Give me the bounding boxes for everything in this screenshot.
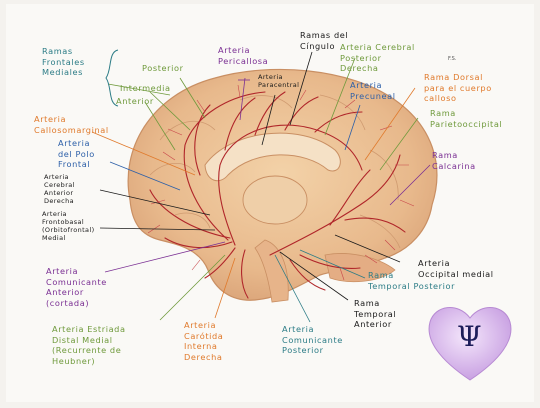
label-arteria-occipital-medial: Arteria Occipital medial	[418, 258, 494, 279]
label-arteria-estriada-distal-medial: Arteria Estriada Distal Medial (Recurren…	[52, 324, 126, 366]
label-rama-calcarina: Rama Calcarina	[432, 150, 476, 171]
gyri	[149, 94, 401, 249]
label-posterior: Posterior	[142, 63, 184, 73]
label-rama-temporal-anterior: Rama Temporal Anterior	[354, 298, 397, 329]
label-rama-dorsal-cuerpo-calloso: Rama Dorsal para el cuerpo calloso	[424, 72, 492, 103]
brace	[105, 49, 119, 107]
label-arteria-precuneal: Arteria Precuneal	[350, 80, 396, 101]
corpus-callosum	[204, 132, 341, 182]
note-scribble: F.S.	[448, 56, 457, 62]
thalamus	[242, 175, 308, 225]
label-arteria-callosomarginal: Arteria Callosomarginal	[34, 114, 109, 135]
label-intermedia: Intermedia	[120, 83, 171, 93]
label-arteria-paracentral: Arteria Paracentral	[258, 73, 300, 89]
label-rama-temporal-posterior: Rama Temporal Posterior	[368, 270, 456, 291]
psi-heart-logo	[428, 307, 512, 381]
label-arteria-polo-frontal: Arteria del Polo Frontal	[58, 138, 95, 169]
label-ramas-del-cingulo: Ramas del Cíngulo	[300, 30, 349, 51]
label-ramas-frontales: Ramas Frontales Mediales	[42, 46, 85, 77]
label-arteria-cerebral-posterior-derecha: Arteria Cerebral Posterior Derecha	[340, 42, 415, 73]
artery-network	[149, 91, 406, 299]
label-arteria-comunicante-posterior: Arteria Comunicante Posterior	[282, 324, 343, 355]
label-anterior: Anterior	[116, 96, 154, 106]
label-arteria-pericallosa: Arteria Pericallosa	[218, 45, 269, 66]
label-arteria-carotida-interna-derecha: Arteria Carótida Interna Derecha	[184, 320, 224, 362]
label-arteria-comunicante-anterior: Arteria Comunicante Anterior (cortada)	[46, 266, 107, 308]
leader-lines	[91, 51, 431, 323]
label-arteria-cerebral-anterior-derecha: Arteria Cerebral Anterior Derecha	[44, 173, 75, 205]
psi-glyph: Ψ	[457, 320, 483, 353]
label-rama-parietooccipital: Rama Parietooccipital	[430, 108, 503, 129]
brainstem	[254, 239, 289, 303]
label-arteria-frontobasal: Arteria Frontobasal (Orbitofrontal) Medi…	[42, 210, 95, 242]
